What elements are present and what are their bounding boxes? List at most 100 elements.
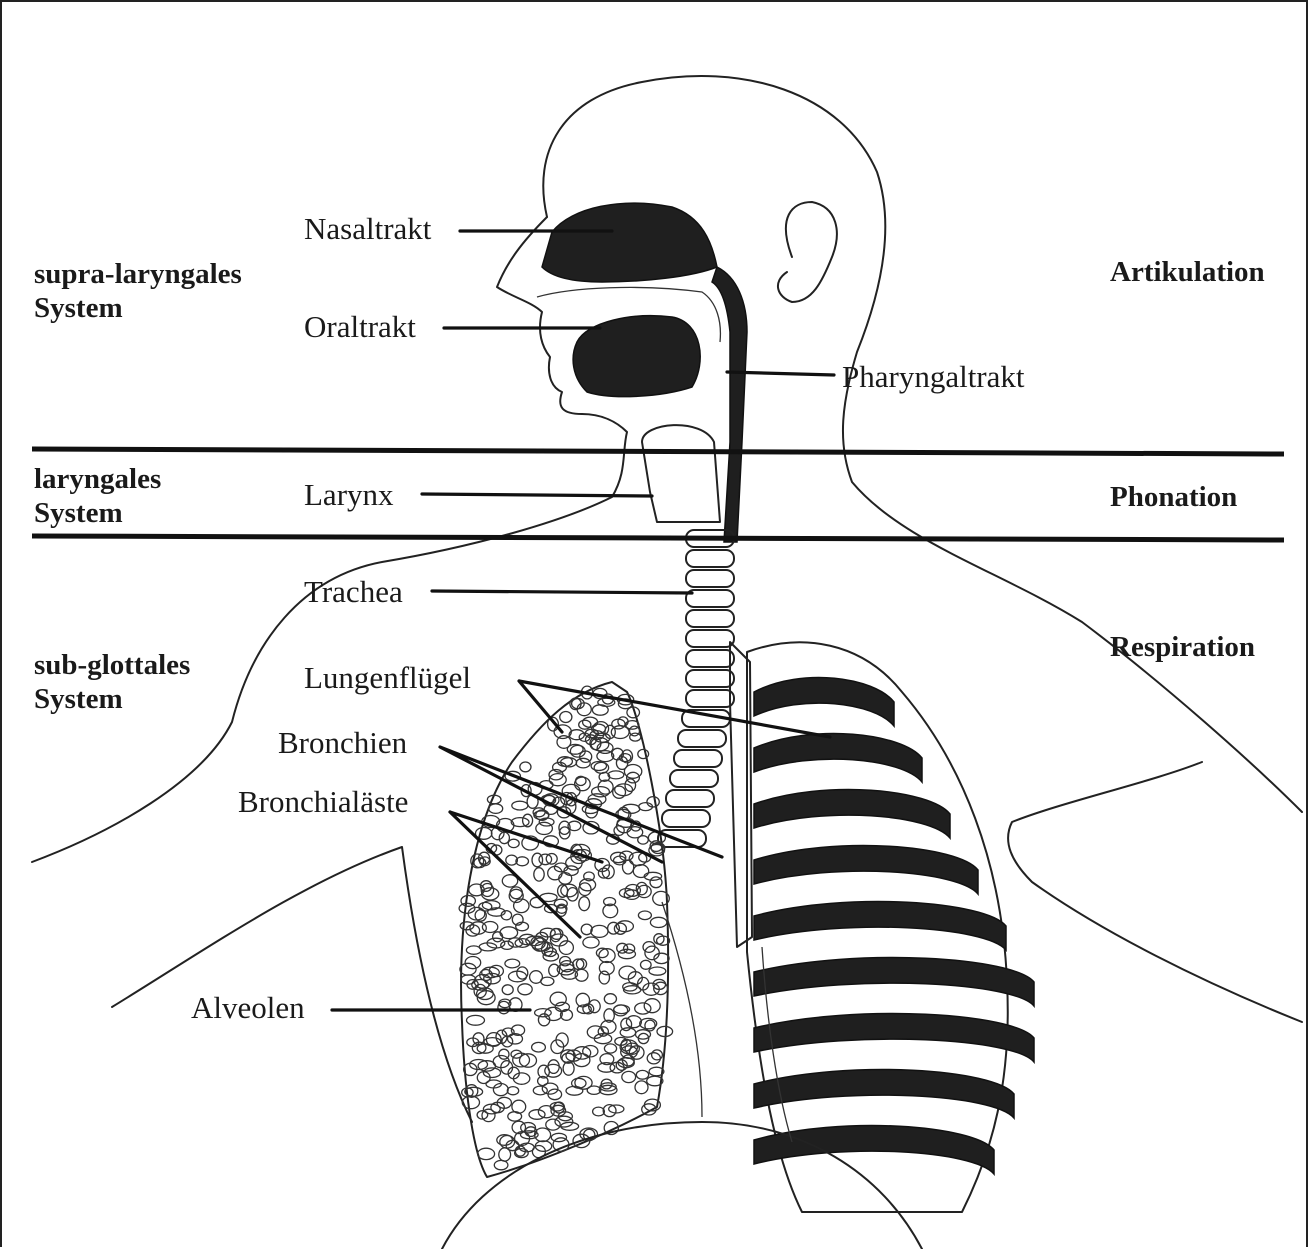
alveolus	[546, 1119, 560, 1130]
alveolus	[591, 925, 608, 937]
articulation-label: Artikulation	[1110, 258, 1265, 287]
phonation-label: Phonation	[1110, 483, 1237, 512]
alveolus	[579, 897, 590, 911]
alveolus	[500, 927, 518, 939]
alveolus	[512, 1100, 526, 1113]
bronchial-branches-label: Bronchialäste	[238, 786, 408, 817]
alveolus	[626, 1016, 641, 1028]
alveolus	[635, 1081, 648, 1094]
alveolus	[630, 726, 640, 736]
divider-laryngeal-subglottal	[32, 536, 1284, 540]
larynx-shape	[642, 425, 720, 522]
alveolus	[494, 1160, 508, 1169]
alveolus	[592, 705, 608, 715]
alveolus	[489, 804, 503, 814]
alveolus	[644, 999, 660, 1013]
trachea-ring	[678, 730, 726, 747]
alveolus	[618, 717, 628, 726]
leader-larynx	[422, 494, 652, 496]
alveolus	[505, 959, 520, 968]
alveolus	[615, 784, 633, 796]
alveolus	[604, 1044, 616, 1053]
alveolus	[499, 1148, 511, 1161]
trachea-rings	[658, 530, 734, 847]
alveolus	[623, 860, 634, 874]
alveolus	[644, 872, 661, 880]
right-arm-outline	[1008, 762, 1302, 1022]
nasal-tract-label: Nasaltrakt	[304, 213, 431, 244]
alveolus	[538, 1106, 554, 1118]
alveolus	[502, 985, 513, 995]
alveolus	[482, 1109, 495, 1121]
alveolus	[636, 1070, 648, 1079]
alveolus	[579, 883, 591, 896]
rib	[754, 734, 922, 782]
alveolus	[579, 720, 591, 729]
alveolus	[583, 937, 599, 948]
alveolus	[468, 907, 485, 920]
alveolus	[467, 1015, 485, 1025]
alveolus	[599, 971, 609, 984]
ribs	[754, 678, 1034, 1174]
sternum	[730, 642, 752, 947]
trachea-ring	[666, 790, 714, 807]
left-arm-outline	[112, 847, 472, 1122]
larynx-label: Larynx	[304, 479, 394, 510]
alveolus	[479, 943, 496, 951]
alveolus	[620, 1028, 635, 1037]
nasal-cavity	[542, 203, 717, 282]
mediastinum	[662, 902, 792, 1142]
trachea-ring	[686, 670, 734, 687]
trachea-ring	[662, 810, 710, 827]
leader-bronchial-branches	[450, 812, 602, 937]
alveolus	[614, 1005, 628, 1016]
alveolus	[548, 1060, 559, 1074]
trachea-label: Trachea	[304, 576, 403, 607]
alveolus	[493, 932, 503, 942]
alveolus	[647, 797, 659, 807]
leader-trachea	[432, 591, 692, 593]
alveolus	[511, 818, 529, 827]
alveolus	[529, 1110, 545, 1120]
alveolus	[633, 865, 648, 878]
alveolus	[508, 839, 519, 847]
pharyngeal-tract-label: Pharyngaltrakt	[842, 361, 1025, 392]
alveolus	[641, 960, 652, 969]
alveolus	[518, 984, 532, 995]
divider-supra-laryngeal	[32, 449, 1284, 454]
oral-tract-label: Oraltrakt	[304, 311, 416, 342]
alveoli-cells	[459, 686, 672, 1170]
alveolus	[635, 1003, 651, 1014]
trachea-ring	[674, 750, 722, 767]
rib	[754, 678, 894, 726]
alveolus	[550, 1102, 564, 1111]
alveolus	[512, 801, 528, 810]
alveoli-label: Alveolen	[191, 992, 305, 1023]
alveolus	[645, 946, 659, 960]
alveolus	[617, 943, 628, 953]
respiration-label: Respiration	[1110, 633, 1255, 662]
rib	[754, 1014, 1034, 1062]
alveolus	[604, 994, 616, 1004]
alveolus	[520, 762, 531, 772]
laryngeal-system-label: laryngales System	[34, 462, 161, 530]
alveolus	[462, 1096, 479, 1109]
alveolus	[649, 967, 666, 975]
alveolus	[608, 771, 624, 779]
alveolus	[622, 1071, 636, 1082]
alveolus	[534, 868, 544, 881]
alveolus	[465, 957, 481, 969]
alveolus	[654, 934, 664, 944]
rib	[754, 790, 950, 838]
alveolus	[461, 896, 475, 907]
alveolus	[638, 911, 651, 920]
alveolus	[638, 749, 649, 758]
trachea-ring	[686, 550, 734, 567]
head-body-outline	[543, 76, 1302, 812]
alveolus	[625, 779, 636, 792]
alveolus	[501, 941, 514, 949]
lungs-label: Lungenflügel	[304, 662, 471, 693]
trachea-ring	[686, 570, 734, 587]
